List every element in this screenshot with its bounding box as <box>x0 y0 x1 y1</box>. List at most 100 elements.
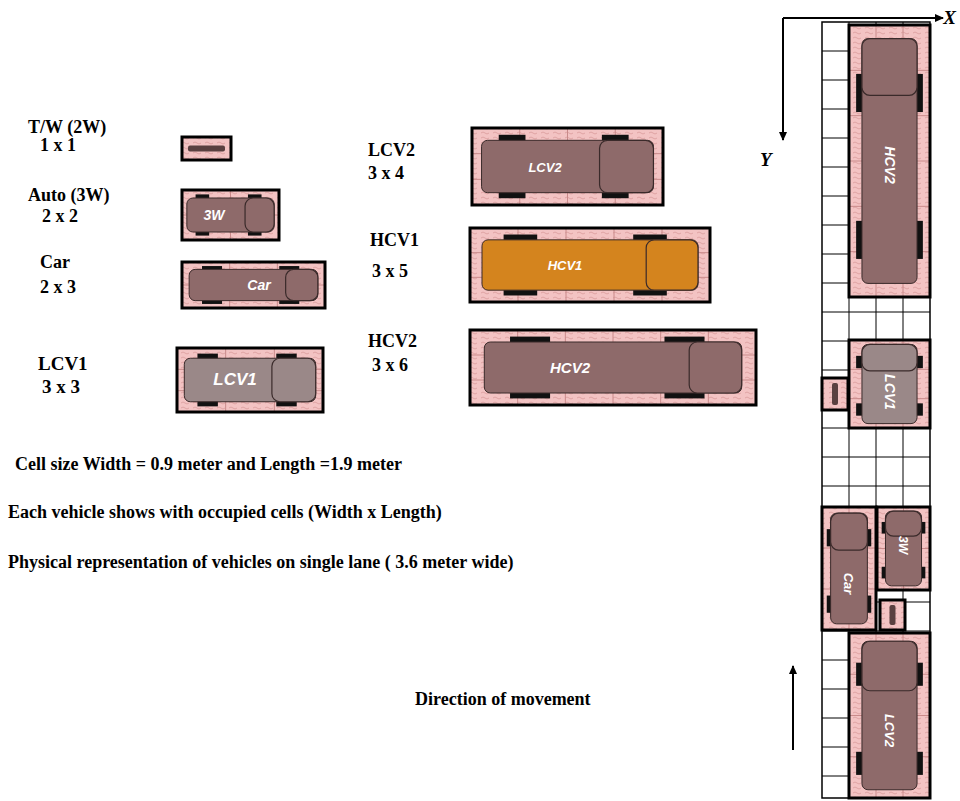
cell-line <box>822 486 930 487</box>
vehicle-type-label: Car <box>40 253 70 273</box>
vehicle-type-label: 3 x 5 <box>372 262 408 282</box>
vehicle-part <box>890 605 896 625</box>
vehicle-part <box>177 348 323 412</box>
vehicle-icon <box>877 507 930 590</box>
vehicle-border <box>849 340 930 428</box>
vehicle-part <box>272 358 316 402</box>
vehicle-type-label: Auto (3W) <box>28 186 110 206</box>
note-text: Physical representation of vehicles on s… <box>8 553 513 573</box>
vehicle-part <box>184 358 315 402</box>
vehicle-part <box>600 140 654 192</box>
vehicle-icon <box>880 600 905 630</box>
vehicle-part <box>245 198 274 232</box>
vehicle-part <box>849 25 930 297</box>
vehicle-part <box>482 140 654 192</box>
vehicle-icon <box>470 330 756 405</box>
vehicle-part <box>482 240 698 290</box>
vehicle-part <box>862 641 917 790</box>
vehicle-type-label: T/W (2W) <box>28 118 106 138</box>
vehicle-part <box>484 342 741 393</box>
vehicle-border <box>822 507 876 630</box>
vehicle-label: LCV2 <box>882 713 897 746</box>
vehicle-label: LCV1 <box>213 370 256 390</box>
vehicle-type-label: 3 x 6 <box>372 356 408 376</box>
vehicle-box: HCV2 <box>871 70 909 260</box>
vehicle-part <box>182 262 325 308</box>
vehicle-part <box>646 240 698 290</box>
vehicle-box: LCV2 <box>500 150 590 184</box>
vehicle-border <box>877 507 930 590</box>
vehicle-box: LCV1 <box>871 360 909 424</box>
vehicle-part <box>182 137 231 160</box>
vehicle-icon <box>849 633 930 798</box>
vehicle-label: HCV2 <box>550 359 590 376</box>
vehicle-part <box>849 340 930 428</box>
vehicle-part <box>862 641 917 691</box>
vehicle-type-label: LCV1 <box>38 354 88 375</box>
vehicle-label: Car <box>842 572 857 594</box>
vehicle-type-label: 3 x 3 <box>42 377 80 398</box>
vehicle-icon <box>849 25 930 297</box>
vehicle-icon <box>177 348 323 412</box>
vehicle-part <box>470 228 710 302</box>
vehicle-part <box>849 633 930 798</box>
vehicle-icon <box>472 128 663 205</box>
vehicle-part <box>862 39 917 284</box>
vehicle-type-label: 3 x 4 <box>368 164 404 184</box>
vehicle-type-label: 2 x 2 <box>42 207 78 227</box>
vehicle-icon <box>822 378 848 410</box>
vehicle-border <box>822 378 848 410</box>
note-text: Direction of movement <box>415 690 591 710</box>
x-axis <box>783 17 943 19</box>
vehicle-part <box>822 507 876 630</box>
vehicle-border <box>182 190 279 240</box>
vehicle-part <box>832 383 838 405</box>
vehicle-part <box>188 146 225 152</box>
vehicle-icon <box>822 507 876 630</box>
vehicle-part <box>880 600 905 630</box>
vehicle-part <box>189 269 318 300</box>
vehicle-icon <box>470 228 710 302</box>
vehicle-border <box>880 600 905 630</box>
note-text: Each vehicle shows with occupied cells (… <box>8 503 442 523</box>
vehicle-box: Car <box>832 548 866 618</box>
vehicle-border <box>849 633 930 798</box>
vehicle-box: HCV1 <box>520 250 610 280</box>
vehicle-part <box>862 39 917 96</box>
vehicle-type-label: 2 x 3 <box>40 278 76 298</box>
vehicle-part <box>286 269 318 300</box>
lane <box>822 22 930 798</box>
vehicle-box: HCV2 <box>520 350 620 384</box>
vehicle-border <box>182 137 231 160</box>
vehicle-part <box>822 378 848 410</box>
direction-arrow <box>792 666 794 750</box>
vehicle-part <box>182 190 279 240</box>
vehicle-border <box>470 228 710 302</box>
vehicle-border <box>849 25 930 297</box>
vehicle-icon <box>182 262 325 308</box>
vehicle-border <box>177 348 323 412</box>
vehicle-border <box>470 330 756 405</box>
vehicles <box>177 25 930 798</box>
vehicle-part <box>862 344 917 370</box>
vehicle-border <box>472 128 663 205</box>
vehicle-part <box>472 128 663 205</box>
vehicle-label: Car <box>247 277 270 293</box>
cell-line <box>822 457 930 458</box>
vehicle-box: 3W <box>188 198 240 232</box>
vehicle-label: LCV1 <box>882 374 898 410</box>
vehicle-box: Car <box>228 270 290 300</box>
lane-grid <box>822 22 930 798</box>
note-text: Cell size Width = 0.9 meter and Length =… <box>15 455 402 475</box>
vehicle-type-label: LCV2 <box>368 141 415 161</box>
vehicle-icon <box>182 190 279 240</box>
vehicle-part <box>187 198 274 232</box>
vehicle-type-label: HCV2 <box>368 332 417 352</box>
axis-label: Y <box>760 150 772 171</box>
vehicle-label: LCV2 <box>528 160 561 175</box>
vehicle-part <box>862 344 917 423</box>
vehicle-part <box>831 513 868 550</box>
vehicle-part <box>831 513 868 624</box>
vehicle-box: 3W <box>886 522 920 568</box>
